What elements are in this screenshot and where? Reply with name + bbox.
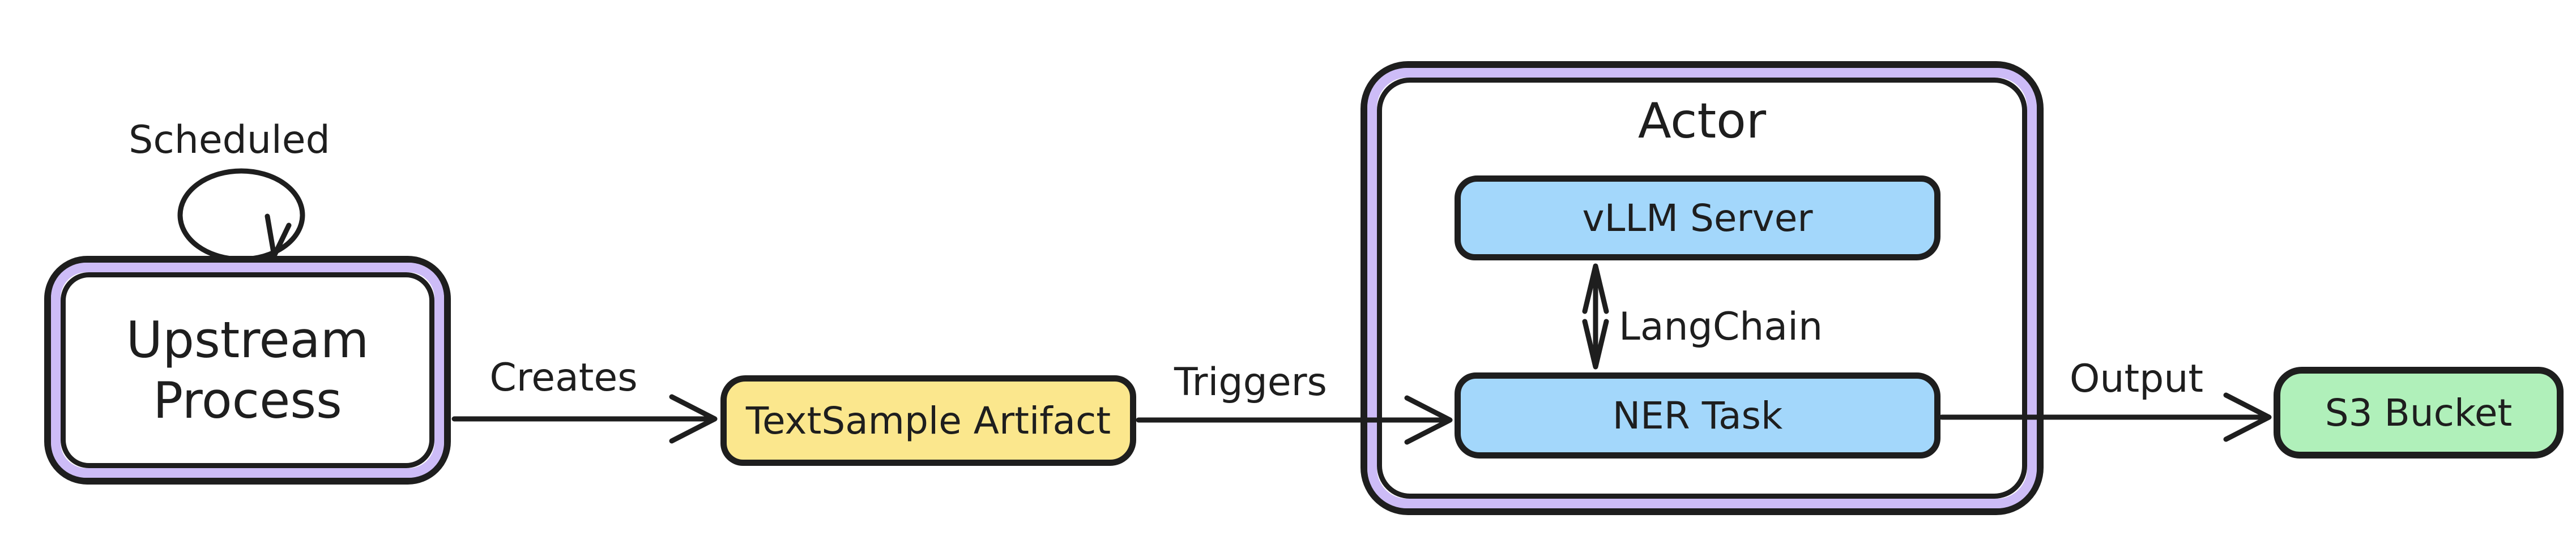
upstream-process-body: Upstream Process [61, 272, 434, 468]
triggers-edge-label: Triggers [1174, 360, 1327, 405]
actor-container-label: Actor [1637, 93, 1767, 149]
textsample-artifact-node: TextSample Artifact [720, 375, 1136, 466]
scheduled-arrowhead [265, 213, 292, 259]
langchain-edge-label: LangChain [1619, 305, 1823, 349]
s3-bucket-label: S3 Bucket [2325, 391, 2513, 435]
creates-edge-label: Creates [489, 355, 638, 400]
ner-task-label: NER Task [1612, 393, 1783, 438]
s3-bucket-node: S3 Bucket [2274, 367, 2564, 459]
ner-task-node: NER Task [1455, 372, 1940, 459]
scheduled-edge-label: Scheduled [129, 118, 330, 162]
scheduled-self-loop-arrow [177, 168, 305, 262]
output-edge-label: Output [2069, 357, 2204, 401]
upstream-process-wall-accent: Upstream Process [51, 263, 444, 478]
upstream-process-node: Upstream Process [44, 256, 451, 485]
vllm-server-node: vLLM Server [1455, 175, 1940, 260]
output-arrowhead [2223, 392, 2272, 442]
vllm-server-label: vLLM Server [1582, 196, 1813, 240]
textsample-artifact-label: TextSample Artifact [745, 399, 1111, 443]
creates-arrowhead [669, 394, 718, 444]
upstream-process-label: Upstream Process [126, 310, 369, 430]
